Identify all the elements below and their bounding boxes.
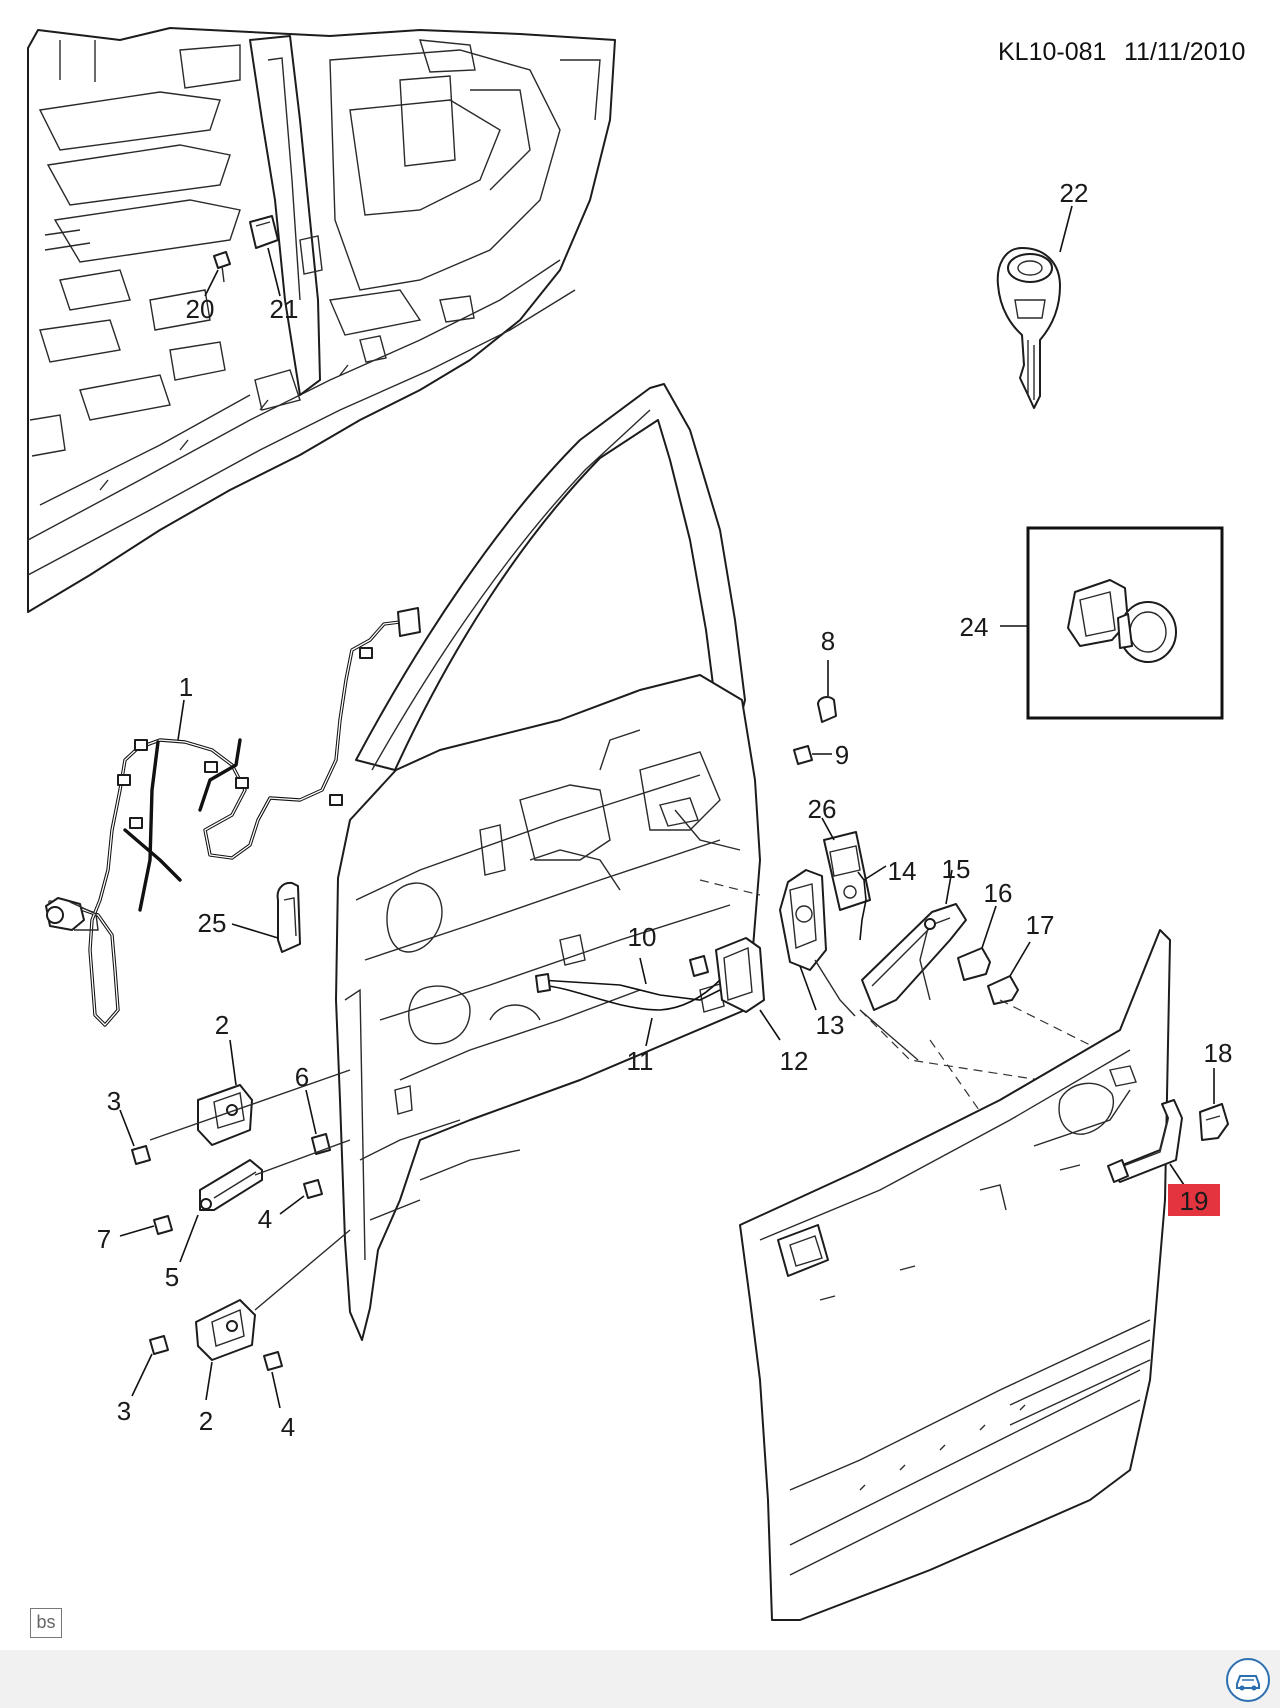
latch-mount-bracket — [715, 937, 781, 1041]
highlight-box — [1168, 1184, 1220, 1216]
callout-25[interactable]: 25 — [198, 908, 227, 938]
callout-3[interactable]: 3 — [117, 1396, 131, 1426]
callout-14[interactable]: 14 — [888, 856, 917, 886]
callout-2[interactable]: 2 — [215, 1010, 229, 1040]
callout-15[interactable]: 15 — [942, 854, 971, 884]
callout-6[interactable]: 6 — [295, 1062, 309, 1092]
hinge-bolt — [131, 1335, 169, 1397]
vehicle-body-floor — [27, 27, 616, 613]
car-icon — [1236, 1675, 1260, 1691]
handle-bezel-cap — [1199, 1068, 1229, 1141]
callout-4[interactable]: 4 — [258, 1204, 272, 1234]
latch-actuator-rod — [857, 865, 887, 941]
handle-reinforcement-bracket — [861, 869, 967, 1011]
door-trim-nut — [817, 660, 837, 723]
harness-clip — [231, 881, 301, 953]
hinge-bracket-bolt — [204, 251, 231, 297]
hinge-nut — [263, 1351, 283, 1409]
callout-20[interactable]: 20 — [186, 294, 215, 324]
callout-19[interactable]: 19 — [1180, 1186, 1209, 1216]
lock-module-gasket — [821, 817, 871, 911]
hinge-pin-bolt — [305, 1089, 331, 1155]
hinge-nut — [279, 1179, 323, 1215]
callout-17[interactable]: 17 — [1026, 910, 1055, 940]
callout-12[interactable]: 12 — [780, 1046, 809, 1076]
callout-9[interactable]: 9 — [835, 740, 849, 770]
callout-13[interactable]: 13 — [816, 1010, 845, 1040]
watermark-text: bs — [36, 1612, 56, 1632]
handle-cap-clip — [987, 941, 1031, 1005]
watermark-badge: bs — [30, 1608, 62, 1638]
callout-21[interactable]: 21 — [270, 294, 299, 324]
callout-26[interactable]: 26 — [808, 794, 837, 824]
hinge-bolt — [119, 1109, 151, 1165]
lower-door-hinge — [195, 1299, 256, 1401]
callout-18[interactable]: 18 — [1204, 1038, 1233, 1068]
upper-door-hinge — [197, 1039, 253, 1146]
diagram-date: 11/11/2010 — [1124, 38, 1245, 66]
callout-2[interactable]: 2 — [199, 1406, 213, 1436]
ignition-key — [996, 205, 1073, 409]
check-link-bolt — [119, 1215, 173, 1237]
callout-22[interactable]: 22 — [1060, 178, 1089, 208]
handle-cover-gasket — [957, 905, 997, 981]
page-footer — [0, 1650, 1280, 1708]
door-inner-frame — [335, 383, 761, 1341]
outside-handle-rod — [535, 955, 721, 1047]
door-trim-screw — [793, 745, 832, 765]
callout-11[interactable]: 11 — [627, 1046, 654, 1076]
hinge-bracket — [249, 215, 281, 297]
door-lock-latch — [779, 869, 856, 1017]
door-wiring-harness — [45, 607, 421, 1027]
callout-16[interactable]: 16 — [984, 878, 1013, 908]
callout-1[interactable]: 1 — [179, 672, 193, 702]
callout-8[interactable]: 8 — [821, 626, 835, 656]
callout-4[interactable]: 4 — [281, 1412, 295, 1442]
lock-cylinder-inset — [1000, 526, 1224, 720]
check-link-strap — [179, 1159, 263, 1263]
car-badge-icon[interactable] — [1226, 1658, 1270, 1702]
callout-7[interactable]: 7 — [97, 1224, 111, 1254]
diagram-code: KL10-081 — [998, 38, 1106, 66]
callout-5[interactable]: 5 — [165, 1262, 179, 1292]
outer-door-panel — [739, 929, 1171, 1621]
callout-10[interactable]: 10 — [628, 922, 657, 952]
callout-24[interactable]: 24 — [960, 612, 989, 642]
callout-3[interactable]: 3 — [107, 1086, 121, 1116]
